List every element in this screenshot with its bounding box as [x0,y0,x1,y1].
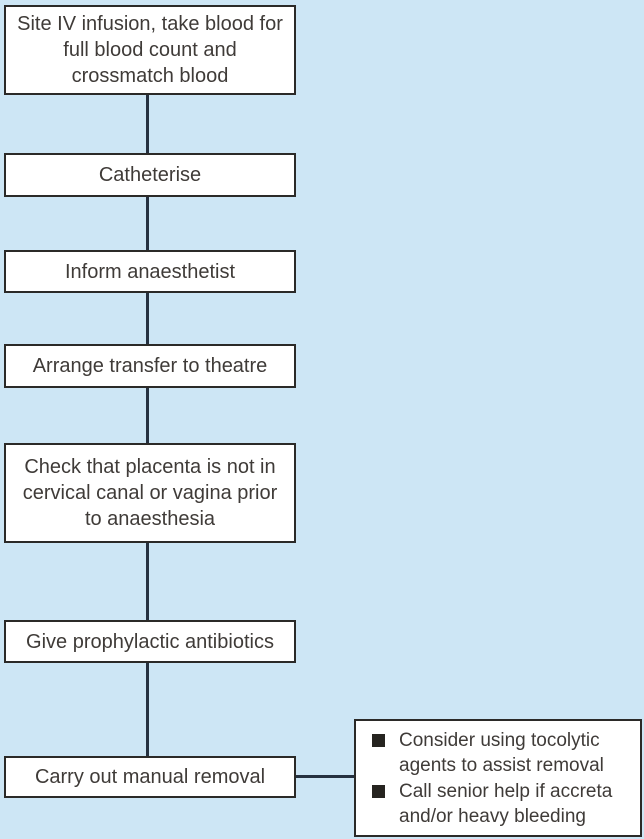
bullet-item-text: Consider using tocolytic agents to assis… [399,729,604,776]
flow-step-check-placenta: Check that placenta is not in cervical c… [4,443,296,543]
flow-step-label: Arrange transfer to theatre [32,355,268,377]
bullet-item: Consider using tocolytic agents to assis… [368,728,632,778]
flow-step-site-iv-infusion: Site IV infusion, take blood for full bl… [4,5,296,95]
filled-square-bullet-icon [372,784,385,798]
filled-square-bullet-icon [372,733,385,747]
flow-step-catheterise: Catheterise [4,153,296,197]
flow-step-label: Site IV infusion, take blood for full bl… [17,13,283,87]
flow-step-label: Check that placenta is not in cervical c… [22,456,278,530]
flow-step-arrange-transfer: Arrange transfer to theatre [4,344,296,388]
vertical-connector-line [146,50,149,777]
side-note-box: Consider using tocolytic agents to assis… [354,719,642,837]
flow-step-label: Inform anaesthetist [64,260,236,283]
flow-step-label: Give prophylactic antibiotics [26,630,274,653]
flow-step-label: Carry out manual removal [34,766,266,788]
flow-step-inform-anaesthetist: Inform anaesthetist [4,250,296,293]
flow-step-prophylactic-antibiotics: Give prophylactic antibiotics [4,620,296,663]
bullet-item: Call senior help if accreta and/or heavy… [368,779,632,829]
flow-step-label: Catheterise [98,164,202,186]
flow-step-manual-removal: Carry out manual removal [4,756,296,798]
bullet-item-text: Call senior help if accreta and/or heavy… [399,780,613,827]
horizontal-connector-line [296,775,354,778]
